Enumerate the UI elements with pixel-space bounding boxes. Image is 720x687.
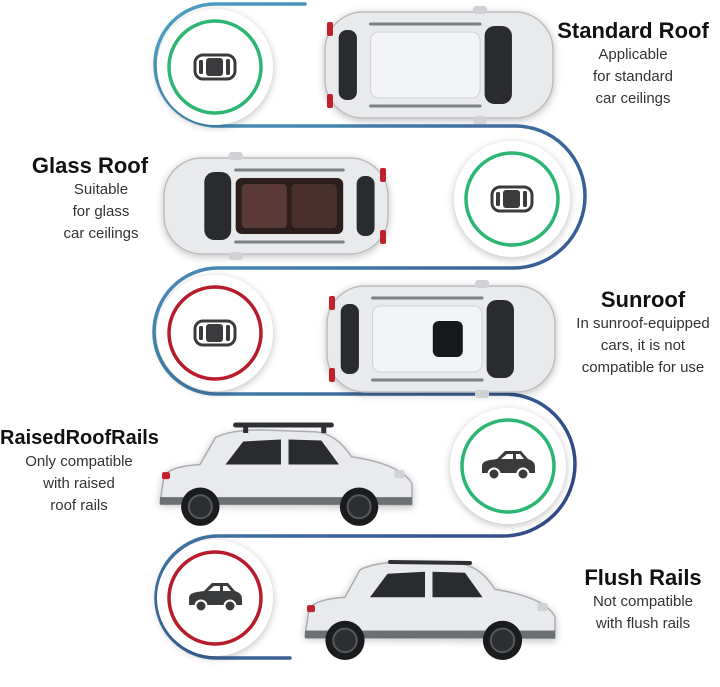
section-desc-line: for glass [72,203,130,220]
section-desc-line: Suitable [73,181,129,198]
car-top-icon [193,319,237,347]
section-desc-line: for standard [592,68,674,85]
section-desc-line: Only compatible [25,453,133,470]
car-photo-side-view-flush-rails [304,560,556,660]
section-desc-line: with flush rails [595,615,691,632]
section-title: Standard Roof [557,18,709,43]
section-desc-line: cars, it is not [600,337,686,354]
section-desc-line: Applicable [598,46,668,63]
section-desc-line: Not compatible [592,593,694,610]
status-circle-compatible [454,141,570,257]
section-title: Glass Roof [31,153,149,178]
serpentine-path [152,2,587,660]
car-top-icon [193,53,237,81]
sedan-side-icon [482,451,535,481]
section-title: Sunroof [600,287,686,312]
section-desc-line: In sunroof-equipped [576,315,710,332]
section-label-flush-rails: Flush Rails Not compatible with flush ra… [568,565,718,635]
status-circle-incompatible [157,275,273,391]
section-desc-line: with raised [43,475,115,492]
section-desc-line: roof rails [50,497,108,514]
section-desc-line: car ceilings [63,225,139,242]
section-label-raised-roof-rails: RaisedRoofRails Only compatible with rai… [0,425,159,517]
status-circle-compatible [157,9,273,125]
section-label-glass-roof: Glass Roof Suitable for glass car ceilin… [10,153,170,245]
car-photo-top-view-sunroof [326,280,556,398]
car-photo-top-view-standard [324,6,554,124]
section-desc-line: car ceilings [595,90,671,107]
section-label-sunroof: Sunroof In sunroof-equipped cars, it is … [568,287,718,379]
car-photo-side-view-raised-rails [159,422,413,526]
section-label-standard-roof: Standard Roof Applicable for standard ca… [548,18,718,110]
section-title: RaisedRoofRails [0,427,159,449]
section-desc-line: compatible for use [581,359,705,376]
section-title: Flush Rails [584,565,702,590]
car-top-icon [490,185,534,213]
car-photo-top-view-glass [163,152,389,260]
sedan-side-icon [189,583,242,613]
status-circle-compatible [450,408,566,524]
status-circle-incompatible [157,540,273,656]
